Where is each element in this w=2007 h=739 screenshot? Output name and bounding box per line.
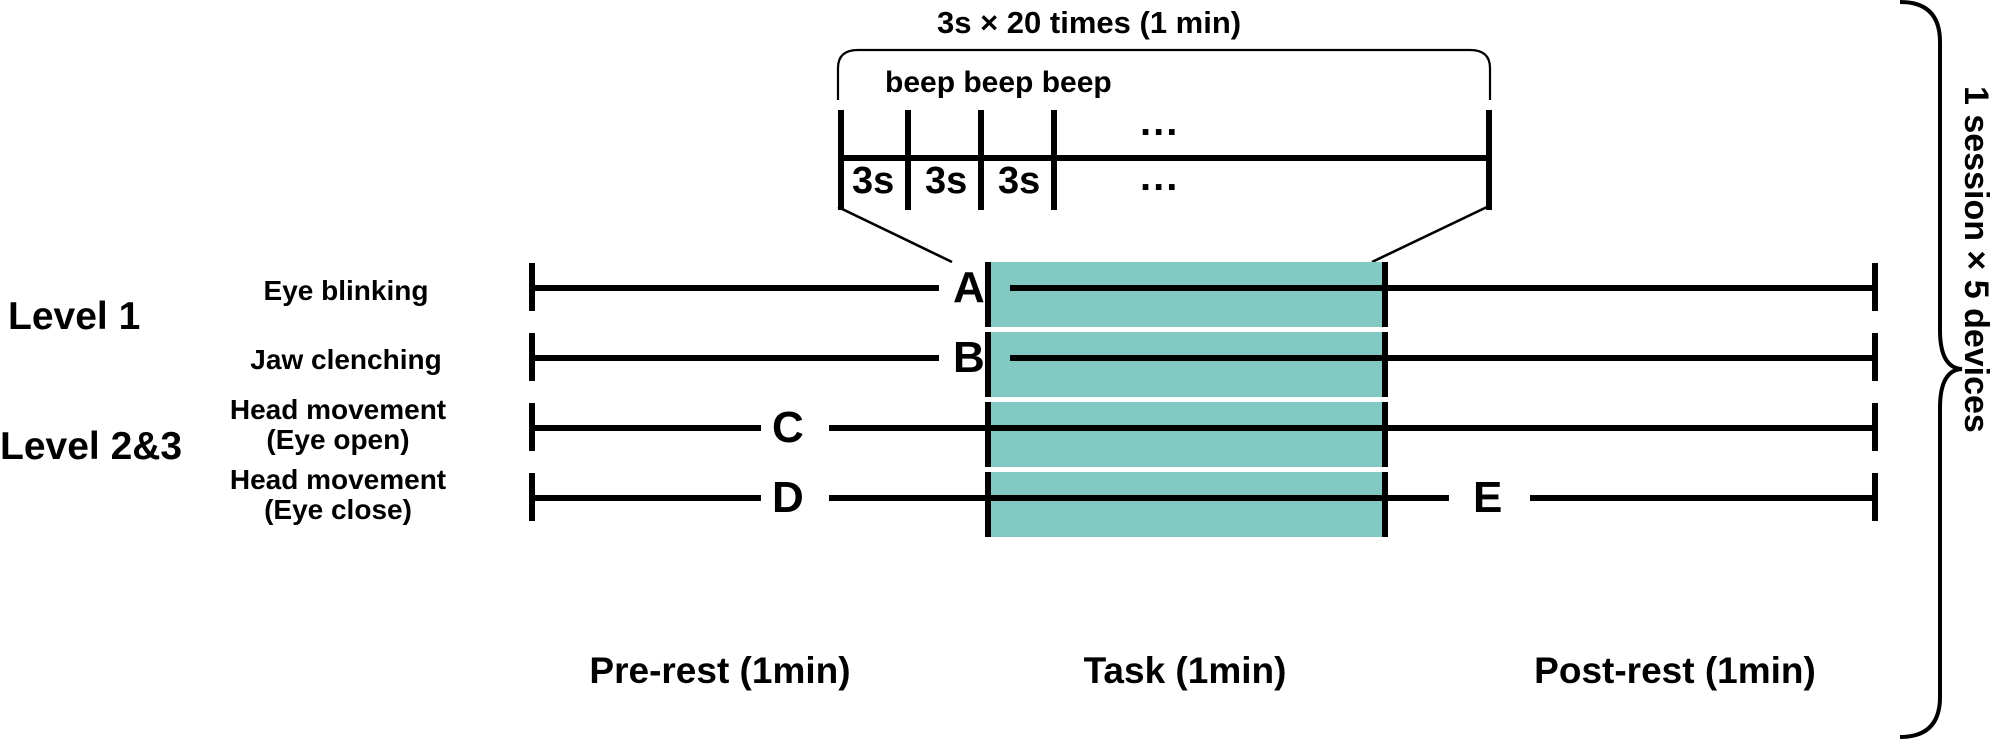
beep-label: beep beep beep (885, 66, 1112, 99)
trial-tick-1 (905, 110, 911, 210)
timeline-row-a-start-cap (529, 263, 535, 311)
timeline-row-d-left (529, 495, 761, 501)
row-label-eye-blinking: Eye blinking (263, 275, 429, 306)
row-label-head-movement-eye-open-line2: (Eye open) (266, 424, 410, 455)
ellipsis-below-label: ... (1140, 155, 1180, 199)
condition-marker-d: D (772, 473, 804, 522)
trial-duration-label-0: 3s (852, 160, 895, 202)
task-end-divider-row-c (1382, 402, 1388, 467)
row-label-jaw-clenching: Jaw clenching (250, 344, 442, 375)
trial-tick-end (1486, 110, 1492, 210)
row-label-head-movement-eye-close-line2: (Eye close) (264, 494, 412, 525)
timeline-row-c-end-cap (1872, 403, 1878, 451)
timeline-row-b-start-cap (529, 333, 535, 381)
timeline-row-b-left (529, 355, 939, 361)
timeline-row-d-end-cap (1872, 473, 1878, 521)
task-start-divider-row-c (985, 402, 991, 467)
phase-label-post-rest: Post-rest (1min) (1534, 650, 1816, 691)
task-block-row-b (985, 332, 1388, 397)
top-title-label: 3s × 20 times (1 min) (937, 5, 1242, 40)
timeline-row-c-start-cap (529, 403, 535, 451)
timeline-row-d-start-cap (529, 473, 535, 521)
trial-tick-3 (1051, 110, 1057, 210)
expanded-strip-baseline (838, 155, 1492, 161)
timeline-row-a-end-cap (1872, 263, 1878, 311)
task-start-divider-row-d (985, 472, 991, 537)
timeline-row-b-end-cap (1872, 333, 1878, 381)
condition-marker-b: B (953, 333, 985, 382)
condition-marker-a: A (953, 263, 985, 312)
timeline-row-d-right (1530, 495, 1878, 501)
timeline-row-a-right (1010, 285, 1878, 291)
trial-tick-2 (978, 110, 984, 210)
condition-marker-c: C (772, 403, 804, 452)
timeline-row-c-right (829, 425, 1878, 431)
row-label-head-movement-eye-open-line1: Head movement (229, 394, 447, 425)
trial-duration-label-2: 3s (998, 160, 1041, 202)
task-block-row-d (985, 472, 1388, 537)
session-count-label: 1 session × 5 devices (1957, 86, 1995, 433)
phase-label-task: Task (1min) (1083, 650, 1287, 691)
task-start-divider-row-a (985, 262, 991, 327)
level-group-label-2: Level 2&3 (0, 425, 183, 468)
condition-marker-e: E (1473, 473, 1503, 522)
task-block-row-a (985, 262, 1388, 327)
phase-label-pre-rest: Pre-rest (1min) (589, 650, 851, 691)
task-end-divider-row-d (1382, 472, 1388, 537)
timeline-row-a-left (529, 285, 939, 291)
trial-duration-label-1: 3s (925, 160, 968, 202)
level-group-label-1: Level 1 (8, 295, 141, 338)
task-end-divider-row-a (1382, 262, 1388, 327)
trial-tick-0 (838, 110, 844, 210)
task-block-row-c (985, 402, 1388, 467)
row-label-head-movement-eye-close-line1: Head movement (229, 464, 447, 495)
timeline-row-c-left (529, 425, 761, 431)
timeline-row-d-middle (829, 495, 1449, 501)
ellipsis-above-label: ... (1140, 100, 1180, 144)
task-start-divider-row-b (985, 332, 991, 397)
timeline-row-b-right (1010, 355, 1878, 361)
task-end-divider-row-b (1382, 332, 1388, 397)
